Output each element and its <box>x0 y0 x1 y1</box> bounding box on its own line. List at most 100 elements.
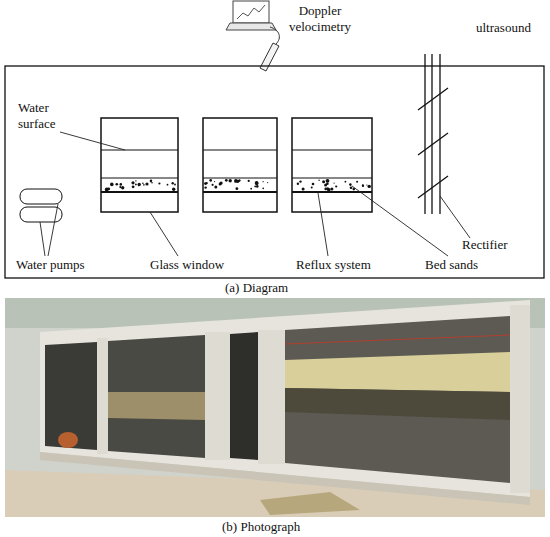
sand-grain <box>119 186 121 188</box>
water-line <box>101 150 178 151</box>
sand-grain <box>210 180 212 182</box>
water-line <box>203 150 277 151</box>
sand-grain <box>120 183 123 186</box>
leader-lines <box>40 132 470 256</box>
leader-line <box>60 132 125 150</box>
window-frame <box>203 118 277 212</box>
sand-grain <box>225 179 228 182</box>
sand-grain <box>368 185 371 188</box>
window <box>285 316 510 483</box>
sand-grain <box>151 182 153 184</box>
sand-grain <box>138 183 141 186</box>
sand-grain <box>167 184 169 186</box>
sand-grain <box>116 183 119 186</box>
water-band <box>285 352 510 392</box>
rectifier-brace <box>418 133 448 155</box>
window-dark <box>45 342 97 450</box>
sand-grain <box>135 184 137 186</box>
rectifier-brace <box>418 176 448 198</box>
sand-grain <box>110 183 114 187</box>
sand-grain <box>324 188 327 191</box>
sand-grain <box>263 181 264 182</box>
ultrasound-label: ultrasound <box>476 20 550 36</box>
sand-grain <box>362 185 364 187</box>
leader-line <box>352 186 448 256</box>
sand-grain <box>229 179 232 182</box>
sand-grain <box>236 187 239 190</box>
sand-grain <box>366 185 367 186</box>
bed-top <box>203 178 277 179</box>
sand-grain <box>143 184 145 186</box>
sand-grain <box>214 186 217 189</box>
flume-frame <box>40 300 530 497</box>
leader-line <box>440 196 470 238</box>
sand-grain <box>220 181 223 184</box>
glass-window <box>203 118 277 212</box>
sand-grain <box>267 182 268 183</box>
doppler-probe <box>260 43 279 71</box>
sand-grain <box>327 188 331 192</box>
sand-grain <box>172 188 175 191</box>
bed-top <box>292 178 372 179</box>
sand-grain <box>312 183 315 186</box>
laptop-icon <box>226 1 279 44</box>
probe-body <box>260 43 279 71</box>
sand-grain <box>254 186 256 188</box>
sand-grain <box>145 182 148 185</box>
sand-grain <box>318 180 319 181</box>
bucket <box>58 432 78 448</box>
window-label: Glass window <box>150 257 240 273</box>
sand-grain <box>174 184 176 186</box>
subfigure-caption: (a) Diagram <box>225 280 335 296</box>
sand-grain <box>349 183 352 186</box>
pump-label: Water pumps <box>16 257 106 273</box>
sand-grain <box>350 187 353 190</box>
sand-grain <box>172 182 174 184</box>
flume-outline <box>5 66 544 278</box>
sand-grain <box>158 182 160 184</box>
sand-grain <box>150 180 152 182</box>
window-dark <box>230 332 258 460</box>
sand-grain <box>108 188 110 190</box>
sand-grain <box>255 182 259 186</box>
bed-sands <box>105 179 371 192</box>
water-pump <box>20 189 62 204</box>
sand-grain <box>131 181 134 184</box>
bed-bottom <box>203 191 277 193</box>
pillar <box>97 338 108 454</box>
leader-line <box>48 204 58 256</box>
sand-grain <box>204 186 206 188</box>
window-frame <box>292 118 372 212</box>
bed-bottom <box>101 191 178 193</box>
red-line <box>285 335 510 344</box>
reflux-label: Reflux system <box>296 257 396 273</box>
leader-line <box>318 193 328 256</box>
pillar <box>205 332 230 460</box>
sediment-band <box>108 392 205 420</box>
rectifier-brace <box>418 88 448 110</box>
water-line <box>292 150 372 151</box>
sand-grain <box>236 180 239 183</box>
sand-grain <box>120 187 122 189</box>
sand-grain <box>324 184 327 187</box>
sand-grain <box>255 181 259 185</box>
pillar <box>258 330 285 464</box>
photo-background <box>5 298 545 517</box>
sand-grain <box>297 183 299 185</box>
laptop-screen <box>233 1 269 23</box>
sand-grain <box>311 186 313 188</box>
sand-grain <box>299 180 301 182</box>
sand-grain <box>326 179 330 183</box>
sand-grain <box>209 179 212 182</box>
rectifier-plate <box>424 54 425 214</box>
sand-grain <box>334 183 335 184</box>
cloth <box>260 492 360 515</box>
pillar <box>510 305 530 493</box>
bed-top <box>101 178 178 179</box>
sand-grain <box>262 188 264 190</box>
water-surface-label: Water surface <box>18 100 73 132</box>
sand-grain <box>204 182 207 185</box>
subfigure-caption: (b) Photograph <box>222 519 342 535</box>
screen-chart <box>237 5 265 19</box>
